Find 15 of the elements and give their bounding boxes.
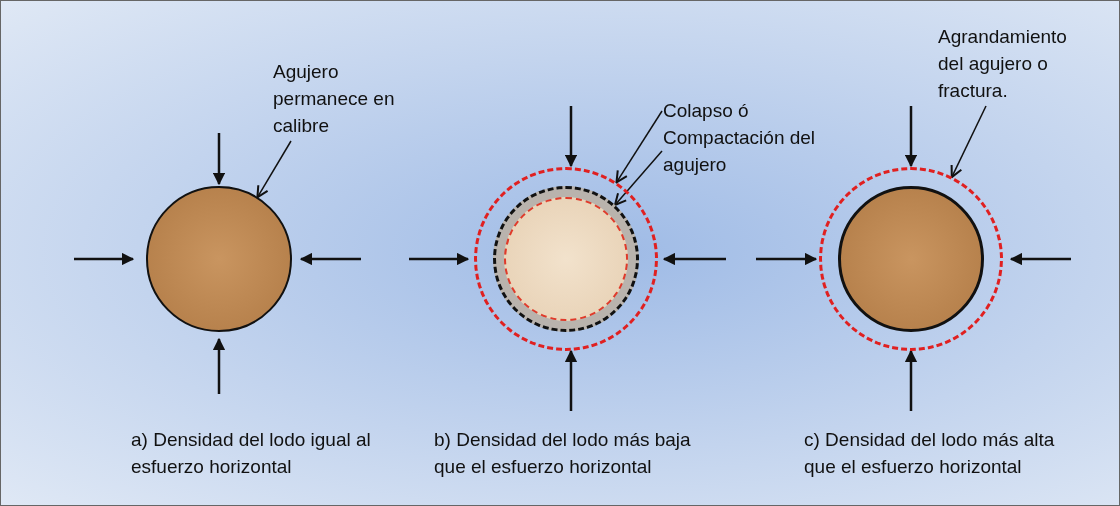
annotation-text: Colapso ó Compactación del agujero <box>663 97 823 178</box>
caption: b) Densidad del lodo más baja que el esfuerzo horizontal <box>434 428 692 479</box>
leader-line <box>615 110 663 184</box>
leader-line <box>614 150 663 206</box>
leader-line <box>256 140 292 199</box>
enlarged-wall-ring <box>819 167 1003 351</box>
annotation-text: Agrandamiento del agujero o fractura. <box>938 23 1078 104</box>
borehole-core <box>504 197 628 321</box>
compacted-wall-ring <box>493 186 639 332</box>
enlarged-wall-ring <box>474 167 658 351</box>
leader-line <box>950 105 987 179</box>
annotation-text: Agujero permanece en calibre <box>273 58 413 139</box>
borehole-circle <box>838 186 984 332</box>
caption: a) Densidad del lodo igual al esfuerzo horizontal <box>131 428 372 479</box>
caption: c) Densidad del lodo más alta que el esfuerzo horizontal <box>804 428 1056 479</box>
